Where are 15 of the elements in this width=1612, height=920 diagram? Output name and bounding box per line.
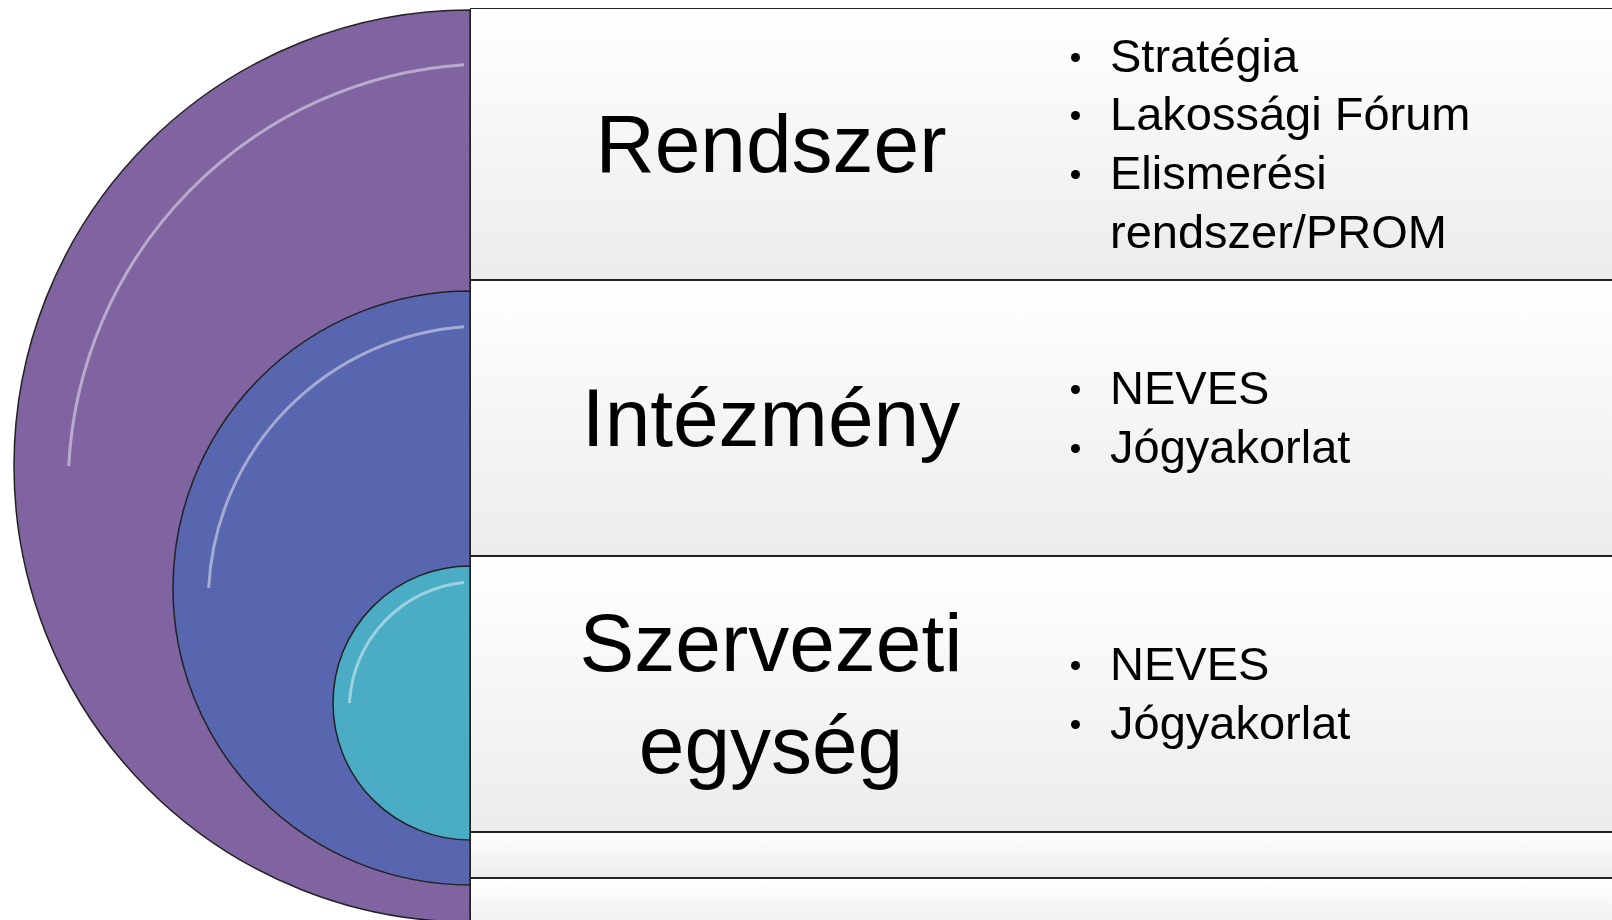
bullet-text: Lakossági Fórum [1110, 86, 1471, 143]
bullet-text: Stratégia [1110, 27, 1299, 84]
row-band [470, 8, 1612, 280]
bullet-text: NEVES [1110, 636, 1270, 693]
bullet-text: Jógyakorlat [1110, 695, 1351, 751]
row-heading: Szervezeti egység [578, 595, 964, 792]
semicircle [333, 566, 470, 840]
bullet-text: Elismerési rendszer/PROM [1110, 145, 1448, 260]
row-band [470, 280, 1612, 556]
bullet-text: NEVES [1110, 360, 1270, 417]
row-band [470, 832, 1612, 878]
row-heading: Intézmény [580, 370, 962, 465]
row-band [470, 556, 1612, 832]
bullet-text: Jógyakorlat [1110, 419, 1351, 475]
row-heading: Rendszer [594, 96, 948, 191]
